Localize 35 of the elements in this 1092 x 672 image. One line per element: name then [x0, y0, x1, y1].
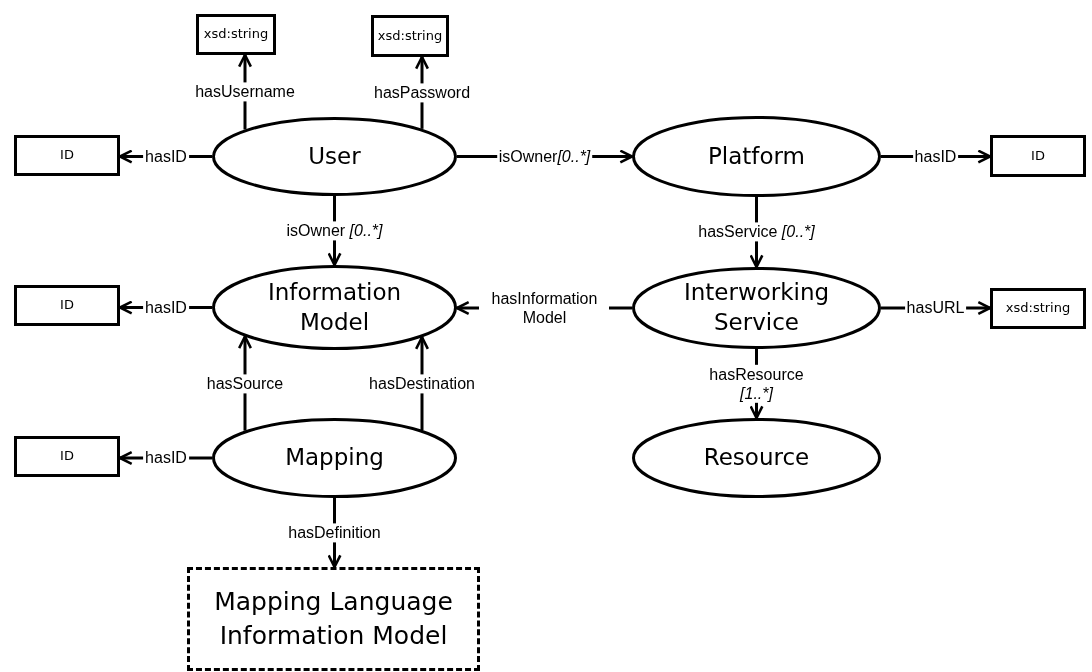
edge-label: hasPassword: [372, 83, 472, 103]
node-label: User: [307, 141, 362, 171]
value-box: [14, 285, 120, 326]
node-label: Platform: [707, 141, 806, 171]
edge-label: hasSource: [204, 374, 286, 394]
class-ellipse: [212, 418, 457, 498]
value-box: [14, 135, 120, 176]
node-label: xsd:string: [377, 27, 443, 45]
edge-label: hasUsername: [193, 82, 297, 102]
node-label: ID: [1031, 147, 1045, 165]
edge-label: hasDestination: [367, 374, 477, 394]
node-label: ID: [60, 147, 74, 164]
node-label: xsd:string: [203, 26, 269, 43]
class-ellipse: [632, 116, 881, 197]
class-ellipse: [212, 265, 457, 350]
node-label: ID: [60, 448, 74, 465]
value-box: [990, 288, 1086, 329]
node-label: Mapping Language Information Model: [213, 586, 454, 652]
class-ellipse: [632, 418, 881, 498]
class-ellipse: [632, 267, 881, 349]
class-ellipse: [212, 117, 457, 196]
node-label: Resource: [702, 443, 811, 473]
node-label: xsd:string: [1005, 300, 1071, 317]
node-label: Interworking Service: [682, 278, 831, 337]
value-box: [196, 14, 276, 55]
edge-label: hasService [0..*]: [696, 222, 817, 242]
node-label: Information Model: [266, 277, 403, 337]
value-box: [371, 15, 449, 57]
node-label: Mapping: [284, 443, 385, 473]
edge-label: isOwner [0..*]: [284, 220, 385, 241]
value-box: [990, 135, 1086, 177]
value-box: [14, 436, 120, 477]
edge-label: hasDefinition: [286, 522, 383, 543]
dashed-box: [187, 567, 480, 671]
node-label: ID: [60, 297, 74, 314]
